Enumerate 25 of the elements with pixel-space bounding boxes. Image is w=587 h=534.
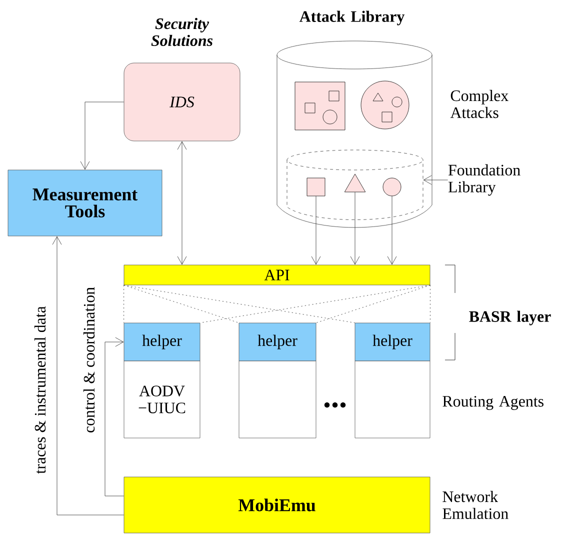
arrow xyxy=(80,102,124,170)
process-box: helper xyxy=(238,322,316,362)
label: BASR layer xyxy=(469,310,551,326)
arrow xyxy=(52,236,124,516)
connector-line xyxy=(124,284,239,323)
arrow xyxy=(104,337,124,496)
layer-bar: API xyxy=(124,264,430,286)
side-label: Foundation Library xyxy=(448,164,520,196)
label: Complex Attacks xyxy=(450,90,508,118)
label: Routing Agents xyxy=(442,396,544,410)
arrow xyxy=(177,141,187,265)
connector-line xyxy=(316,284,430,323)
process-box: helper xyxy=(124,322,200,362)
heading: Attack Library xyxy=(299,10,405,26)
process-box: helper xyxy=(354,322,430,362)
heading: Security Solutions xyxy=(151,18,213,46)
agent-box xyxy=(354,360,430,438)
agent-box: AODV −UIUC xyxy=(124,360,200,438)
layer-bar: MobiEmu xyxy=(124,476,430,534)
process-box: Measurement Tools xyxy=(8,170,162,236)
edge-label: traces & instrumental data xyxy=(33,305,47,475)
edge-label: control & coordination xyxy=(82,286,96,434)
agent-box xyxy=(238,360,316,438)
connector-line xyxy=(124,284,355,323)
ids-box: IDS xyxy=(124,62,240,142)
